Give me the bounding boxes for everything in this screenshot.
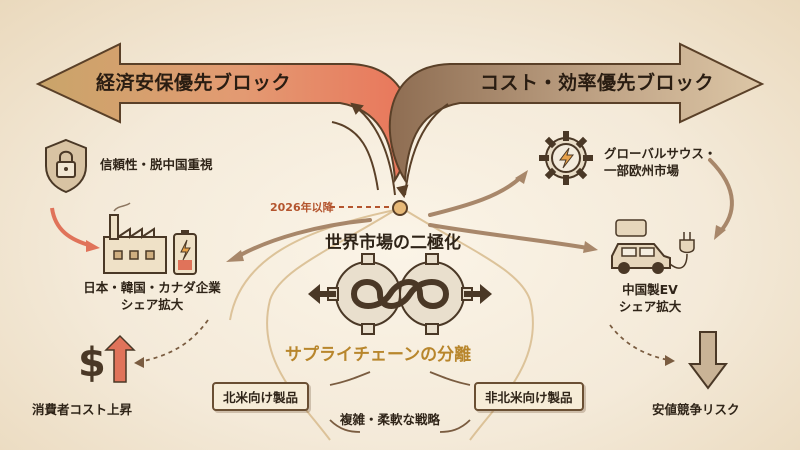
center-title: 世界市場の二極化	[325, 233, 461, 253]
china-ev-line1: 中国製EV	[622, 282, 678, 297]
connector-arrowheads	[226, 170, 726, 262]
right-banner-title: コスト・効率優先ブロック	[480, 72, 715, 94]
year-label: 2026年以降	[270, 201, 334, 214]
companies-label: 日本・韓国・カナダ企業 シェア拡大	[52, 280, 252, 314]
battery-icon	[173, 230, 197, 275]
supply-chain-title: サプライチェーンの分離	[285, 345, 472, 365]
gear-bolt-icon	[539, 131, 593, 185]
infinity-gears-icon	[308, 253, 492, 335]
factory-icon	[103, 202, 167, 274]
global-south-label: グローバルサウス・ 一部欧州市場	[604, 146, 716, 180]
dollar-up-icon: $	[78, 334, 136, 386]
small-curved-arrows	[350, 102, 449, 199]
china-ev-line2: シェア拡大	[618, 298, 682, 314]
right-arrow	[388, 42, 765, 184]
global-south-line1: グローバルサウス・	[604, 146, 717, 161]
north-america-product-box: 北米向け製品	[212, 382, 310, 411]
car-charger-icon	[611, 219, 695, 274]
dashed-arrows	[139, 319, 669, 363]
origin-dot	[392, 200, 408, 216]
lock-shield-icon	[45, 138, 87, 194]
trust-label: 信頼性・脱中国重視	[100, 157, 213, 172]
consumer-cost-label: 消費者コスト上昇	[32, 402, 133, 417]
left-arrow	[35, 42, 412, 191]
down-arrow-icon	[688, 331, 728, 390]
left-banner-title: 経済安保優先ブロック	[96, 72, 292, 94]
non-north-america-product-box: 非北米向け製品	[474, 382, 584, 411]
companies-label-line2: シェア拡大	[120, 296, 184, 312]
price-war-label: 安値競争リスク	[652, 402, 740, 417]
china-ev-label: 中国製EV シェア拡大	[590, 282, 710, 316]
connector-arrows	[233, 158, 734, 260]
companies-label-line1: 日本・韓国・カナダ企業	[83, 280, 221, 295]
strategy-label: 複雑・柔軟な戦略	[340, 412, 441, 427]
global-south-line2: 一部欧州市場	[604, 162, 680, 178]
svg-text:$: $	[78, 340, 106, 386]
product-curved-arrows	[329, 371, 471, 433]
